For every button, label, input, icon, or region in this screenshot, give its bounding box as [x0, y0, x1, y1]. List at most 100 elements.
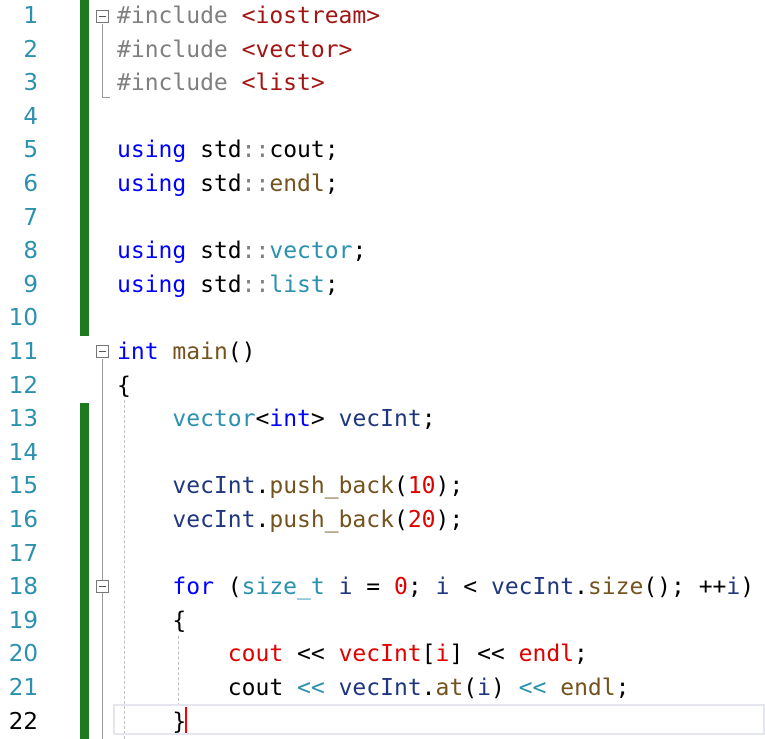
code-token: cout [227, 641, 284, 668]
code-line[interactable]: 10 [0, 302, 765, 336]
code-line[interactable]: 13 vector<int> vecInt; [0, 403, 765, 437]
code-token: i [726, 574, 741, 601]
code-text[interactable]: #include <vector> [117, 34, 352, 68]
code-token: < [255, 406, 270, 433]
code-token: i [338, 574, 353, 601]
code-text[interactable]: { [117, 370, 131, 404]
code-token: vecInt [338, 675, 422, 701]
line-number: 19 [8, 607, 38, 634]
code-token: i [477, 675, 491, 701]
code-line[interactable]: 20 cout << vecInt[i] << endl; [0, 638, 765, 672]
code-line[interactable]: 17 [0, 538, 765, 572]
code-token: ; [407, 574, 436, 601]
code-token: at [435, 675, 464, 701]
code-text[interactable]: using std::vector; [117, 235, 366, 269]
code-token: for [172, 574, 214, 601]
code-line[interactable]: 15 vecInt.push_back(10); [0, 470, 765, 504]
code-token: { [117, 607, 187, 634]
code-token: size [587, 574, 644, 601]
code-token: vecInt [172, 507, 256, 533]
code-token: = [352, 574, 394, 601]
line-number: 16 [8, 507, 38, 533]
code-token: ); [435, 507, 464, 533]
code-token: :: [241, 171, 270, 197]
code-line[interactable]: 2#include <vector> [0, 34, 765, 68]
code-token: endl [560, 675, 616, 701]
code-line[interactable]: 22 } [0, 706, 765, 739]
code-text[interactable]: using std::cout; [117, 134, 339, 168]
code-line[interactable]: 4 [0, 101, 765, 135]
code-text[interactable]: vecInt.push_back(20); [117, 504, 463, 538]
code-token: (); ++ [643, 574, 727, 601]
line-number: 17 [8, 540, 38, 567]
code-token: << [463, 641, 519, 668]
collapse-minus-icon[interactable] [96, 345, 109, 358]
collapse-minus-icon[interactable] [96, 10, 109, 23]
code-text[interactable]: #include <iostream> [117, 0, 380, 34]
code-token: #include [117, 70, 242, 97]
code-text[interactable]: vector<int> vecInt; [117, 403, 436, 437]
code-line[interactable]: 16 vecInt.push_back(20); [0, 504, 765, 538]
code-text[interactable]: using std::endl; [117, 168, 339, 202]
code-text[interactable]: vecInt.push_back(10); [117, 470, 463, 504]
code-token: size_t [241, 574, 325, 601]
code-text[interactable]: } [117, 706, 186, 739]
code-token: } [117, 708, 187, 735]
line-number: 3 [23, 70, 38, 97]
code-token: vector [269, 238, 353, 265]
code-token: push_back [269, 473, 394, 500]
code-line[interactable]: 3 #include <list> [0, 67, 765, 101]
code-token: ) [490, 675, 519, 701]
code-token: 20 [407, 507, 436, 533]
code-line[interactable]: 19 { [0, 605, 765, 639]
fold-end [102, 97, 110, 98]
code-text[interactable]: int main() [117, 336, 256, 370]
collapse-minus-icon[interactable] [96, 580, 109, 593]
code-token: { [117, 372, 131, 399]
code-token: 0 [394, 574, 408, 601]
line-number: 20 [8, 641, 38, 668]
code-token [546, 675, 560, 701]
code-text[interactable]: cout << vecInt[i] << endl; [117, 638, 588, 672]
code-line[interactable]: 21 cout << vecInt.at(i) << endl; [0, 672, 765, 706]
code-token: i [435, 641, 450, 668]
code-line[interactable]: 18 for (size_t i = 0; i < vecInt.size();… [0, 571, 765, 605]
code-token: ; [324, 171, 339, 197]
code-text[interactable]: using std::list; [117, 269, 339, 303]
code-text[interactable]: for (size_t i = 0; i < vecInt.size(); ++… [117, 571, 754, 605]
code-token: < [449, 574, 491, 601]
code-line[interactable]: 7 [0, 202, 765, 236]
code-token: endl [518, 641, 575, 668]
code-line[interactable]: 12{ [0, 370, 765, 404]
code-text[interactable]: cout << vecInt.at(i) << endl; [117, 672, 630, 706]
line-number: 14 [8, 439, 38, 466]
code-token: :: [241, 271, 270, 298]
change-bar [80, 403, 89, 739]
line-number: 10 [8, 305, 38, 332]
code-token: cout; [269, 137, 339, 164]
code-token: vecInt [338, 641, 422, 668]
code-token: ; [421, 406, 436, 433]
code-token [159, 339, 173, 365]
code-token: endl [269, 171, 325, 197]
code-token: ; [615, 675, 630, 701]
code-token: cout [117, 675, 298, 701]
code-token [117, 574, 172, 600]
code-token: #include [117, 3, 242, 29]
code-token: vecInt [490, 574, 575, 601]
code-text[interactable]: { [117, 605, 186, 639]
code-line[interactable]: 1#include <iostream> [0, 0, 765, 34]
code-token: 10 [407, 473, 436, 500]
code-token: <iostream> [241, 3, 381, 29]
code-text[interactable]: #include <list> [117, 67, 325, 101]
code-token: << [297, 675, 325, 701]
code-token [117, 473, 172, 499]
code-line[interactable]: 14 [0, 437, 765, 471]
indent-guide [178, 636, 179, 706]
